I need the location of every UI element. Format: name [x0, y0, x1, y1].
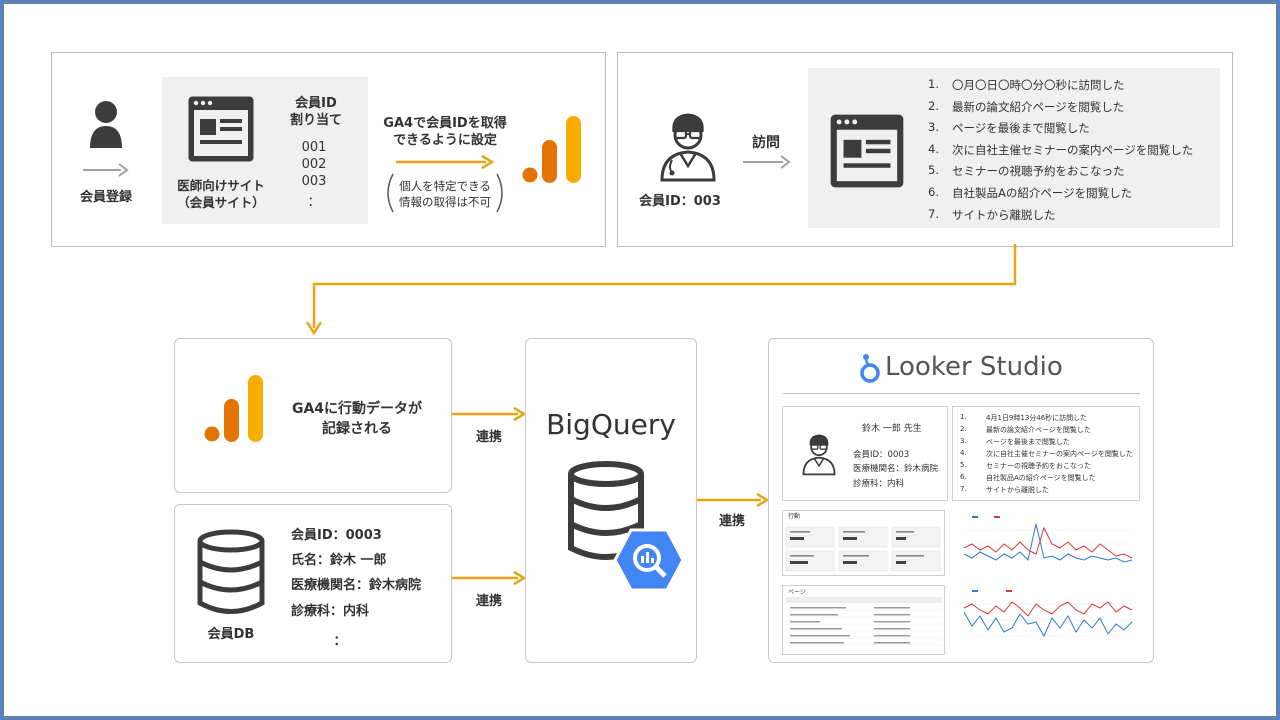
ga4-logo-icon — [522, 116, 581, 183]
member-db-label: 会員DB — [207, 627, 255, 642]
db-field-department: 診療科：内科 — [291, 604, 370, 619]
member-id-title-line2: 割り当て — [289, 113, 342, 128]
looker-step-1: 4月1日9時13分46秒に訪問した — [986, 414, 1088, 422]
link-arrow-ga4 — [452, 406, 527, 422]
looker-step-3: ページを最後まで閲覧した — [986, 438, 1070, 446]
looker-step-num-6: 6. — [960, 473, 967, 481]
visit-step-7: サイトから離脱した — [952, 208, 1056, 222]
bigquery-hex-icon — [613, 528, 685, 592]
looker-step-7: サイトから離脱した — [986, 486, 1049, 494]
ga4-record-line2: 記録される — [322, 421, 392, 437]
visit-arrow-icon — [743, 155, 791, 169]
db-field-hospital: 医療機関名：鈴木病院 — [291, 578, 422, 593]
link-arrow-db — [452, 570, 527, 586]
looker-steps-card — [952, 406, 1140, 501]
visit-step-1: 〇月〇日〇時〇分〇秒に訪問した — [952, 78, 1125, 92]
visit-step-num-5: 5. — [928, 163, 939, 177]
privacy-note-line2: 情報の取得は不可 — [399, 195, 491, 209]
member-id-title-line1: 会員ID — [295, 96, 337, 111]
browser-window-icon — [188, 96, 254, 162]
looker-mini-line-chart-1 — [955, 510, 1140, 576]
ga4-record-line1: GA4に行動データが — [291, 401, 423, 417]
looker-step-num-4: 4. — [960, 449, 967, 457]
visitor-member-id: 会員ID：003 — [639, 194, 721, 209]
visit-step-6: 自社製品Aの紹介ページを閲覧した — [952, 186, 1133, 200]
visit-step-num-1: 1. — [928, 77, 939, 91]
looker-step-6: 自社製品Aの紹介ページを閲覧した — [986, 474, 1096, 482]
member-id-003: 003 — [301, 174, 327, 189]
looker-doctor-hospital: 医療機関名：鈴木病院 — [853, 464, 939, 474]
ga4-setting-line1: GA4で会員IDを取得 — [383, 116, 507, 131]
visit-step-3: ページを最後まで閲覧した — [952, 121, 1090, 135]
database-icon — [197, 529, 265, 614]
member-id-001: 001 — [301, 140, 327, 155]
ga4-setting-line2: できるように設定 — [393, 133, 497, 148]
bigquery-title: BigQuery — [546, 408, 676, 441]
ga4-record-panel — [174, 338, 452, 493]
arrow-right-icon — [83, 163, 129, 177]
looker-title-divider — [783, 393, 1140, 394]
link-label-ga4: 連携 — [475, 430, 502, 445]
link-label-looker: 連携 — [718, 514, 745, 529]
privacy-note-line1: 個人を特定できる — [399, 179, 491, 193]
user-icon — [90, 101, 122, 148]
db-field-ellipsis: ： — [333, 634, 347, 649]
frame-top — [0, 0, 1280, 4]
looker-mini-scorecard-grid — [785, 526, 941, 572]
looker-step-num-2: 2. — [960, 425, 967, 433]
ga4-logo-icon-2 — [204, 375, 263, 442]
looker-mini-table-rows — [786, 597, 942, 646]
looker-step-num-7: 7. — [960, 485, 967, 493]
member-id-ellipsis: ： — [307, 195, 321, 210]
looker-step-5: セミナーの視聴予約をおこなった — [986, 462, 1091, 470]
frame-bottom — [0, 716, 1280, 720]
frame-left — [0, 0, 4, 720]
looker-mini-behavior-title: 行動 — [788, 513, 801, 520]
doctor-icon — [660, 113, 716, 182]
link-label-db: 連携 — [475, 594, 502, 609]
looker-mini-page-title: ページ — [788, 589, 806, 596]
looker-doctor-id: 会員ID：0003 — [853, 450, 910, 460]
doctor-icon-small — [802, 434, 836, 476]
looker-step-4: 次に自社主催セミナーの案内ページを閲覧した — [986, 450, 1133, 458]
arrow-right-orange-icon — [396, 154, 495, 170]
db-field-member-id: 会員ID：0003 — [291, 528, 382, 543]
frame-right — [1276, 0, 1280, 720]
looker-step-2: 最新の論文紹介ページを閲覧した — [986, 426, 1091, 434]
visit-label: 訪問 — [752, 135, 780, 151]
visit-step-num-4: 4. — [928, 142, 939, 156]
visit-step-num-6: 6. — [928, 185, 939, 199]
looker-doctor-name: 鈴木 一郎 先生 — [862, 424, 922, 434]
visit-step-4: 次に自社主催セミナーの案内ページを閲覧した — [952, 143, 1194, 157]
looker-logo-icon — [860, 354, 880, 383]
visit-step-2: 最新の論文紹介ページを閲覧した — [952, 100, 1125, 114]
looker-doctor-department: 診療科：内科 — [853, 479, 905, 489]
visit-step-num-7: 7. — [928, 207, 939, 221]
visit-step-num-3: 3. — [928, 120, 939, 134]
site-label-line2: （会員サイト） — [177, 195, 265, 210]
looker-doctor-card — [782, 406, 948, 501]
site-label-line1: 医師向けサイト — [177, 178, 265, 193]
connector-arrow — [305, 244, 1017, 336]
looker-step-num-3: 3. — [960, 437, 967, 445]
parenthesis-bracket — [387, 173, 503, 213]
visit-step-5: セミナーの視聴予約をおこなった — [952, 164, 1125, 178]
looker-step-num-1: 1. — [960, 413, 967, 421]
looker-title: Looker Studio — [885, 352, 1063, 382]
db-field-name: 氏名：鈴木 一郎 — [291, 553, 387, 568]
member-id-002: 002 — [301, 157, 327, 172]
looker-mini-line-chart-2-plot — [963, 590, 1133, 638]
looker-step-num-5: 5. — [960, 461, 967, 469]
visit-step-num-2: 2. — [928, 99, 939, 113]
member-registration-label: 会員登録 — [79, 190, 132, 205]
bigquery-panel — [525, 338, 697, 663]
browser-window-icon-2 — [830, 114, 904, 188]
link-arrow-looker — [697, 492, 770, 508]
looker-mini-line-chart-1-plot — [963, 516, 1133, 563]
